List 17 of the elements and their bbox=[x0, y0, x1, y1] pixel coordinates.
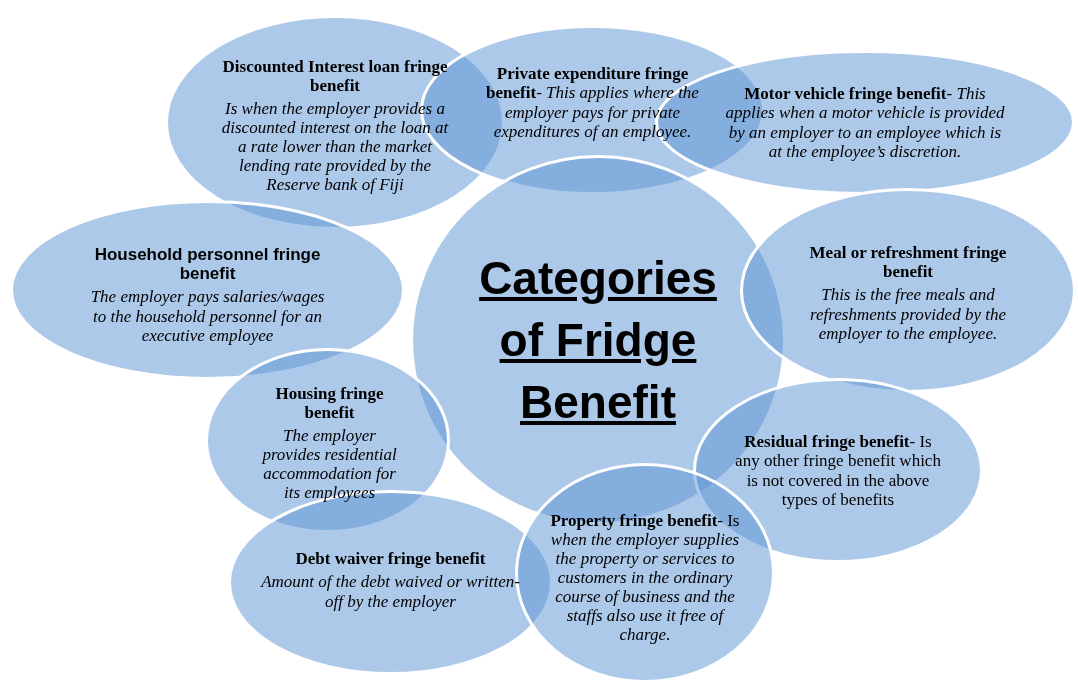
benefit-description: This is the free meals and refreshments provided by the employer to the employee. bbox=[809, 285, 1007, 343]
benefit-heading: Discounted Interest loan fringe benefit bbox=[221, 56, 449, 95]
central-title: Categories of Fridge Benefit bbox=[479, 250, 717, 431]
benefit-heading: Debt waiver fringe benefit bbox=[295, 549, 486, 569]
benefit-heading: Household personnel fringe benefit bbox=[93, 245, 322, 284]
benefit-description: The employer pays salaries/wages to the household personnel for an executive employee bbox=[89, 287, 326, 345]
ellipse-node bbox=[740, 188, 1076, 393]
benefit-description: Property fringe benefit- Is when the employer supplies the property or services to customers in the ordinary course of business and the staffs also use it free of charge. bbox=[549, 510, 741, 645]
benefit-description: Residual fringe benefit- Is any other fringe benefit which is not covered in the above types of benefits bbox=[734, 432, 942, 509]
benefit-description: Private expenditure fringe benefit- This applies where the employer pays for private expenditures of an employee. bbox=[485, 64, 700, 141]
benefit-description: Motor vehicle fringe benefit- This applies when a motor vehicle is provided by an employer to an employee which is at the employee’s discretion. bbox=[725, 84, 1005, 161]
benefit-description: The employer provides residential accommodation for its employees bbox=[260, 425, 398, 503]
benefit-description: Amount of the debt waived or written-off by the employer bbox=[259, 572, 521, 611]
ellipse-node bbox=[10, 200, 405, 380]
benefit-description: Is when the employer provides a discounted interest on the loan at a rate lower than the market lending rate provided by the Reserve bank of Fiji bbox=[220, 98, 450, 195]
benefit-heading: Housing fringe benefit bbox=[274, 383, 385, 422]
benefit-heading: Meal or refreshment fringe benefit bbox=[808, 243, 1008, 282]
